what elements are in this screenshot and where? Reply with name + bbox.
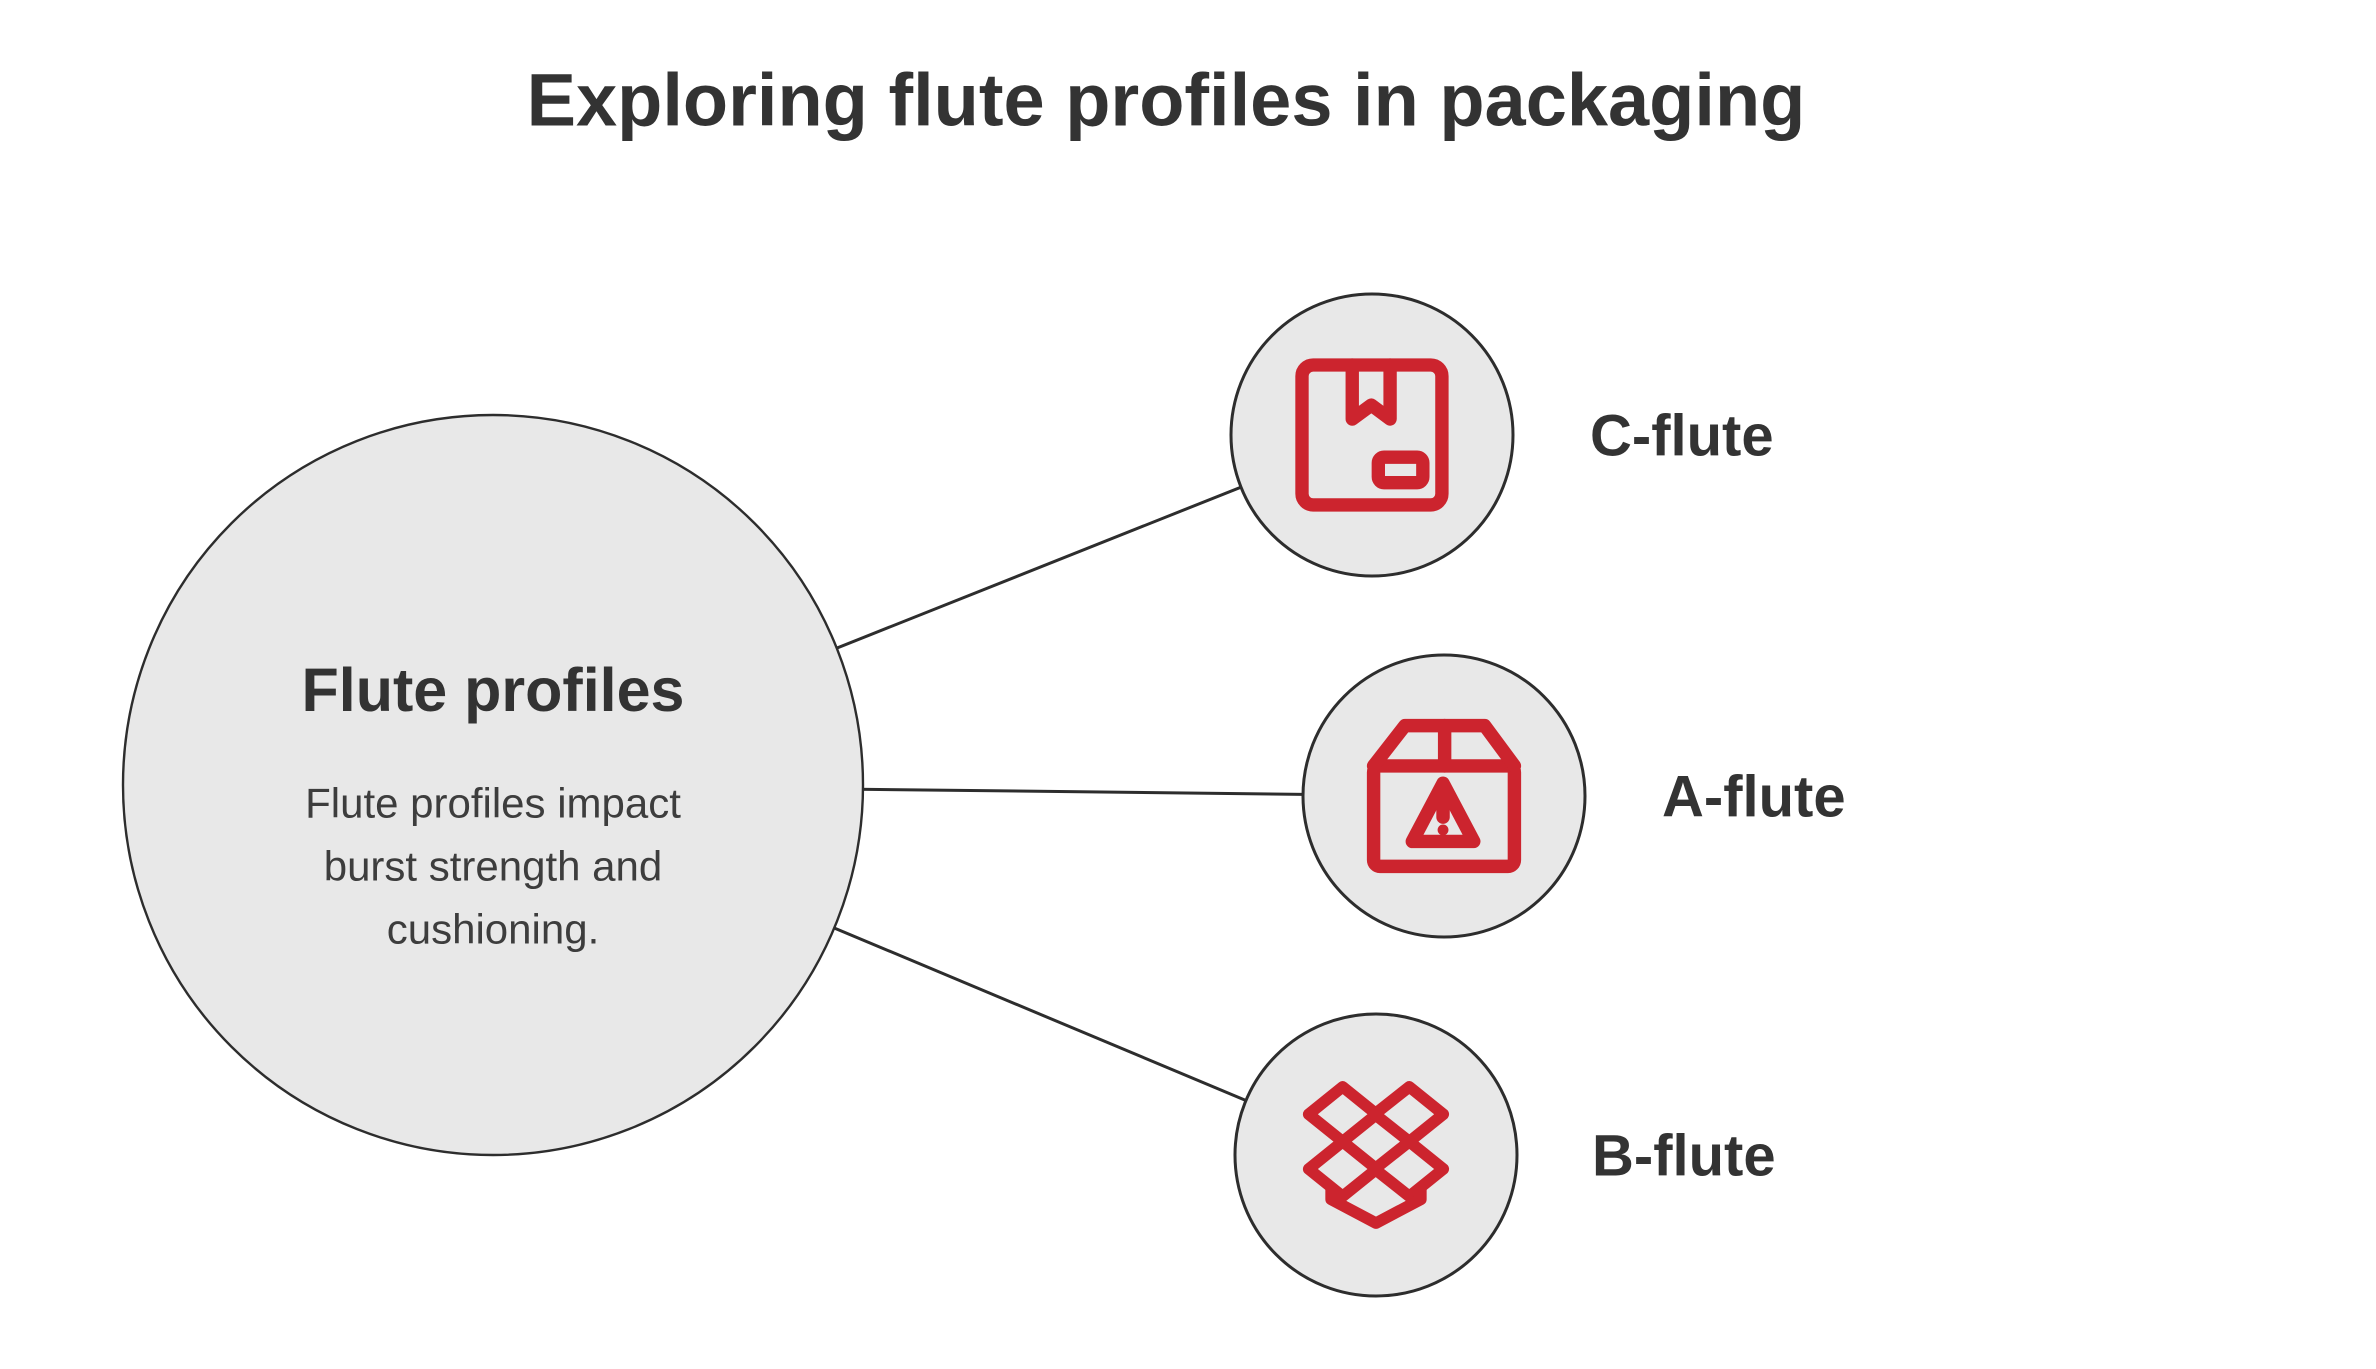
open-box-icon bbox=[1302, 1081, 1450, 1229]
node-label-a-flute: A-flute bbox=[1662, 764, 1846, 830]
node-c-flute bbox=[1229, 292, 1515, 578]
node-label-c-flute: C-flute bbox=[1590, 403, 1774, 469]
hub-circle bbox=[121, 413, 865, 1157]
package-box-icon bbox=[1295, 358, 1449, 512]
hub-description: Flute profiles impact burst strength and… bbox=[305, 779, 681, 953]
node-b-flute bbox=[1233, 1012, 1519, 1298]
hub-heading: Flute profiles bbox=[301, 656, 685, 724]
page-title: Exploring flute profiles in packaging bbox=[526, 58, 1806, 142]
node-a-flute bbox=[1301, 653, 1587, 939]
box-warning-icon bbox=[1366, 718, 1522, 874]
node-circle-b-flute bbox=[1233, 1012, 1519, 1298]
node-circle-c-flute bbox=[1229, 292, 1515, 578]
node-label-b-flute: B-flute bbox=[1592, 1123, 1776, 1189]
